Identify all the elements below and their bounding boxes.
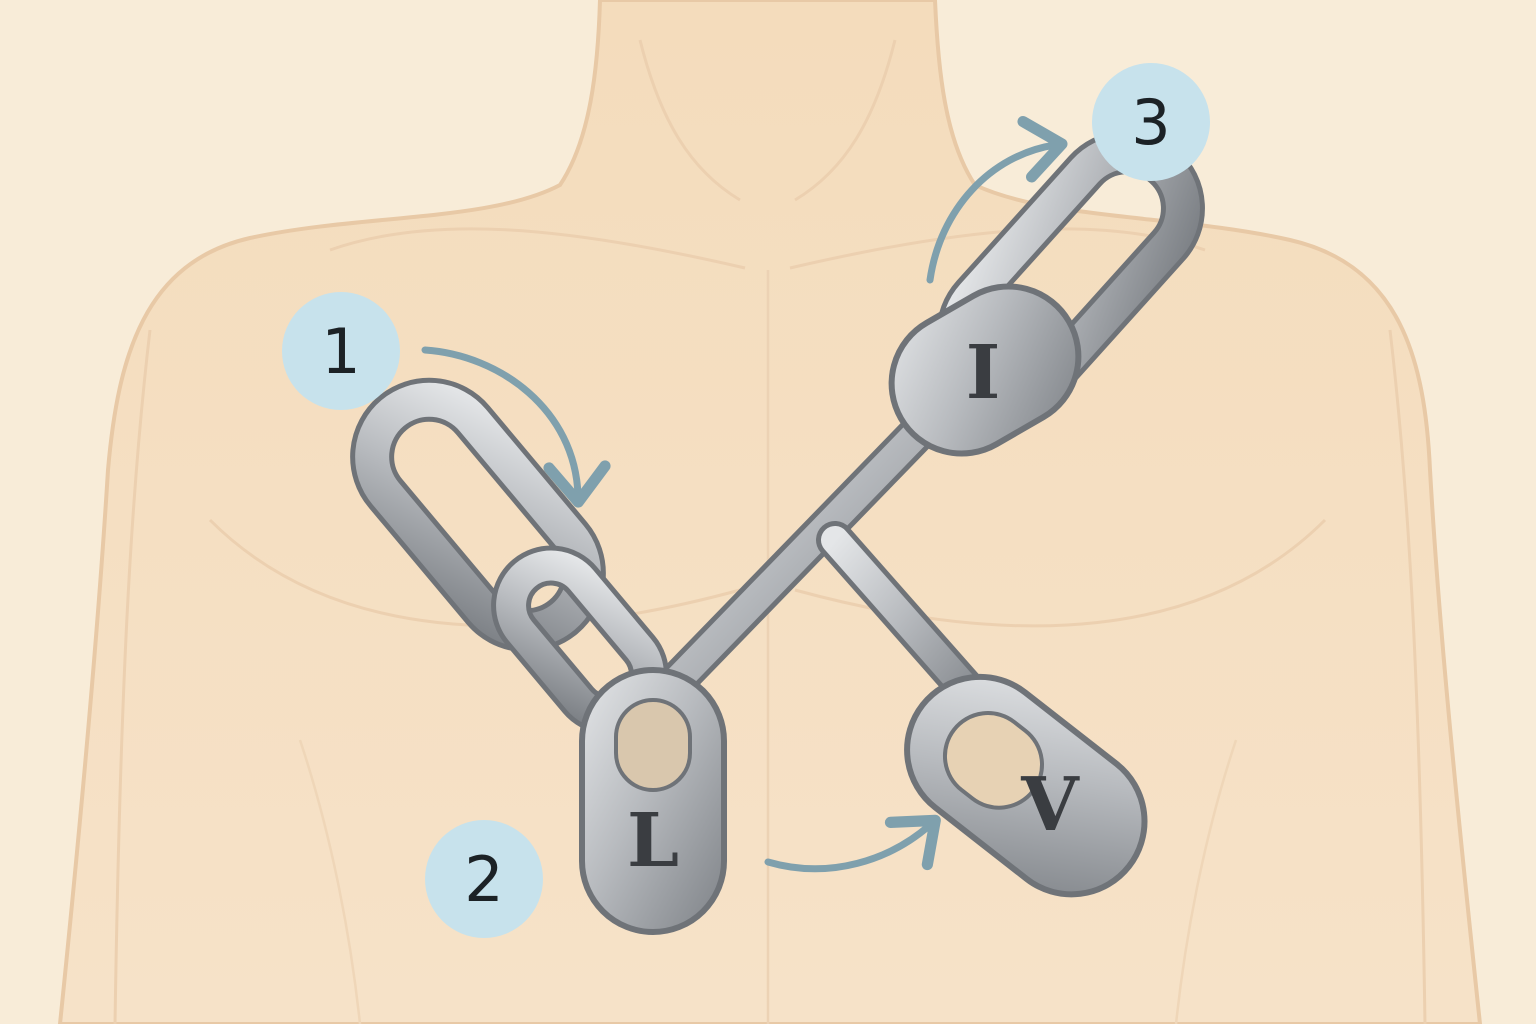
curved-arrow-down-right-icon [421, 346, 611, 508]
torso-illustration [57, 0, 1483, 1024]
link-letter-i: I [966, 330, 1001, 416]
step-badge-2: 2 [425, 820, 543, 938]
step-badge-1: 1 [282, 292, 400, 410]
curved-arrow-up-right-icon [926, 116, 1068, 284]
step-number: 2 [464, 842, 504, 916]
chain-link-l: L [579, 667, 727, 935]
link-letter-v: V [1020, 762, 1080, 848]
torso-body [57, 0, 1483, 1024]
step-badge-3: 3 [1092, 63, 1210, 181]
chain-link-upper-left [350, 377, 606, 653]
link-letter-l: L [627, 798, 679, 884]
curved-arrow-right-icon [764, 814, 941, 873]
chain-link-v: V [904, 673, 1148, 898]
step-number: 3 [1131, 85, 1171, 159]
step-number: 1 [321, 314, 361, 388]
chain-rods [649, 396, 1004, 729]
chain-link-i: I [888, 283, 1082, 457]
